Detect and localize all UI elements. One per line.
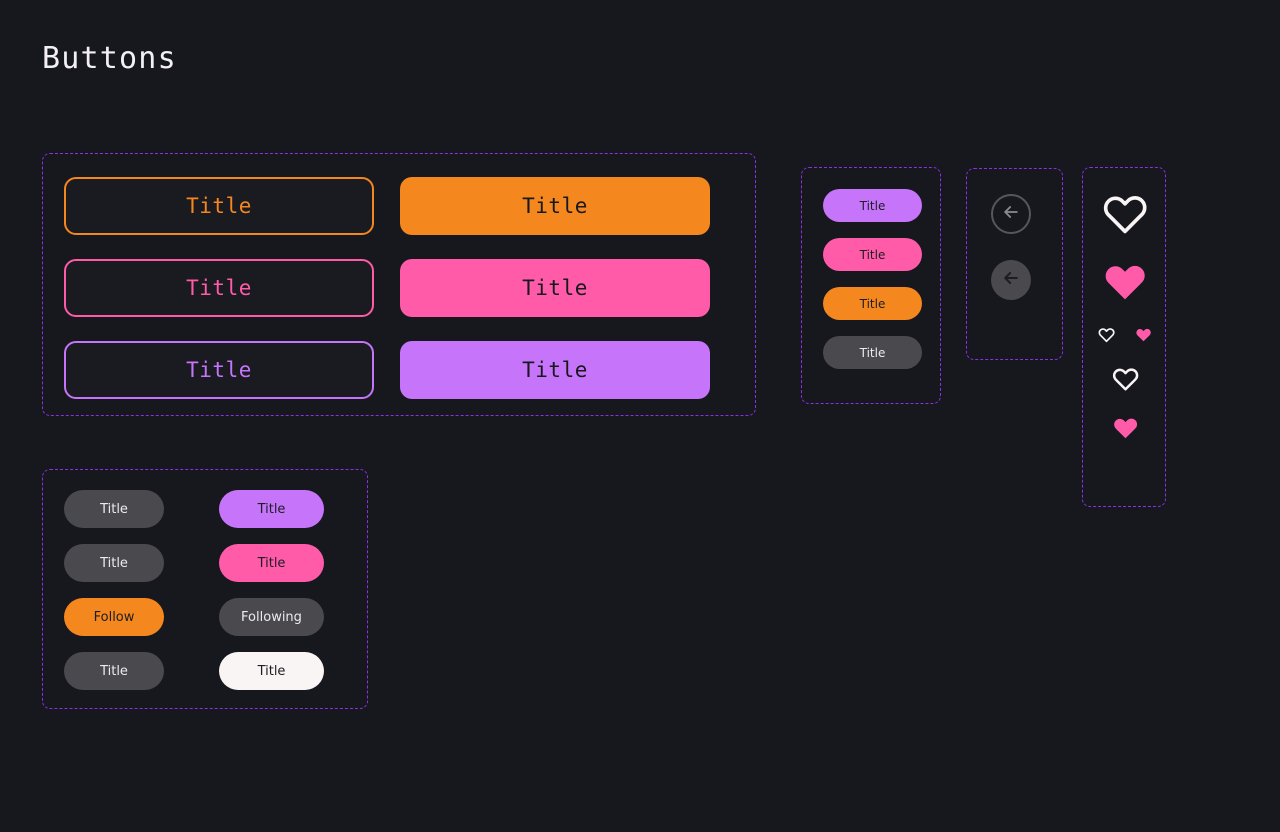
back-button-outlined[interactable] bbox=[991, 194, 1031, 234]
button-label: Title bbox=[859, 296, 886, 311]
outlined-buttons-column: Title Title Title bbox=[64, 177, 374, 399]
small-pill-orange[interactable]: Title bbox=[823, 287, 922, 320]
small-pills-column: Title Title Title Title bbox=[823, 189, 922, 369]
filled-button-orange[interactable]: Title bbox=[400, 177, 710, 235]
pill-button-purple[interactable]: Title bbox=[219, 490, 324, 528]
button-label: Title bbox=[859, 198, 886, 213]
arrow-buttons-frame bbox=[966, 168, 1063, 360]
heart-row-medium-outline bbox=[1083, 365, 1167, 392]
heart-outline-icon[interactable] bbox=[1098, 326, 1115, 343]
pill-buttons-frame: Title Title Title Title Follow Following… bbox=[42, 469, 368, 709]
heart-outline-icon[interactable] bbox=[1102, 190, 1148, 236]
heart-row-medium-filled bbox=[1083, 414, 1167, 441]
arrow-left-icon bbox=[1001, 268, 1021, 292]
heart-filled-icon[interactable] bbox=[1102, 258, 1148, 304]
button-label: Title bbox=[522, 276, 588, 300]
small-pill-pink[interactable]: Title bbox=[823, 238, 922, 271]
pill-button-gray-2[interactable]: Title bbox=[64, 544, 164, 582]
follow-button[interactable]: Follow bbox=[64, 598, 164, 636]
heart-row-large-filled bbox=[1083, 258, 1167, 304]
pill-button-gray-1[interactable]: Title bbox=[64, 490, 164, 528]
back-button-filled[interactable] bbox=[991, 260, 1031, 300]
button-label: Title bbox=[257, 501, 286, 517]
button-label: Title bbox=[100, 663, 128, 679]
filled-button-pink[interactable]: Title bbox=[400, 259, 710, 317]
following-button[interactable]: Following bbox=[219, 598, 324, 636]
heart-outline-icon[interactable] bbox=[1112, 365, 1139, 392]
button-label: Title bbox=[100, 501, 128, 517]
main-buttons-frame: Title Title Title Title Title Title bbox=[42, 153, 756, 416]
page-title: Buttons bbox=[42, 41, 177, 76]
small-pills-frame: Title Title Title Title bbox=[801, 167, 941, 404]
outlined-button-pink[interactable]: Title bbox=[64, 259, 374, 317]
heart-row-small-pair bbox=[1083, 326, 1167, 343]
heart-icons-frame bbox=[1082, 167, 1166, 507]
filled-button-purple[interactable]: Title bbox=[400, 341, 710, 399]
arrow-buttons-column bbox=[991, 194, 1031, 300]
button-label: Title bbox=[522, 358, 588, 382]
button-label: Title bbox=[186, 276, 252, 300]
heart-icons-column bbox=[1083, 190, 1167, 441]
arrow-left-icon bbox=[1001, 202, 1021, 226]
pill-button-gray-3[interactable]: Title bbox=[64, 652, 164, 690]
filled-buttons-column: Title Title Title bbox=[400, 177, 710, 399]
button-label: Title bbox=[522, 194, 588, 218]
button-label: Following bbox=[241, 609, 302, 625]
outlined-button-orange[interactable]: Title bbox=[64, 177, 374, 235]
small-pill-gray[interactable]: Title bbox=[823, 336, 922, 369]
button-label: Title bbox=[186, 194, 252, 218]
heart-filled-icon[interactable] bbox=[1135, 326, 1152, 343]
button-label: Title bbox=[100, 555, 128, 571]
button-label: Title bbox=[186, 358, 252, 382]
button-label: Title bbox=[257, 555, 286, 571]
button-label: Title bbox=[859, 345, 886, 360]
small-pill-purple[interactable]: Title bbox=[823, 189, 922, 222]
pill-buttons-grid: Title Title Title Title Follow Following… bbox=[64, 490, 324, 690]
button-label: Title bbox=[257, 663, 286, 679]
heart-filled-icon[interactable] bbox=[1112, 414, 1139, 441]
outlined-button-purple[interactable]: Title bbox=[64, 341, 374, 399]
pill-button-pink[interactable]: Title bbox=[219, 544, 324, 582]
pill-button-white[interactable]: Title bbox=[219, 652, 324, 690]
button-label: Title bbox=[859, 247, 886, 262]
button-label: Follow bbox=[93, 609, 135, 625]
heart-row-large-outline bbox=[1083, 190, 1167, 236]
